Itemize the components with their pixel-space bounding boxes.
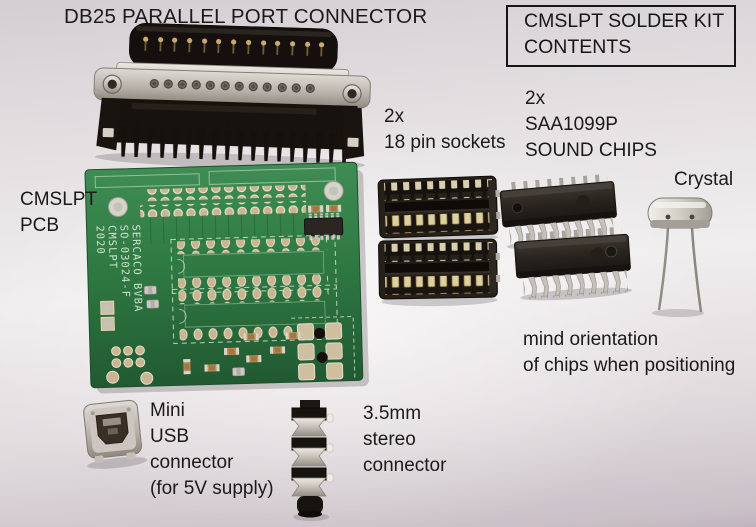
mini-usb-connector-photo — [83, 399, 147, 469]
pcb-silkscreen-partno: SO-03024-F — [117, 225, 131, 299]
label-line: SOUND CHIPS — [525, 140, 657, 161]
ic-socket-2-photo — [377, 238, 502, 308]
label-line: SAA1099P — [525, 114, 618, 135]
db25-connector-photo — [93, 23, 371, 170]
pcb-silkscreen-year: 2020 — [93, 225, 106, 255]
label-line: of chips when positioning — [523, 355, 736, 376]
crystal-photo — [647, 197, 713, 317]
label-stereo-jack: 3.5mm stereo connector — [363, 401, 446, 479]
label-line: USB — [150, 426, 190, 447]
label-line: PCB — [20, 215, 60, 236]
label-line: connector — [150, 452, 234, 473]
label-crystal: Crystal — [674, 169, 734, 190]
label-line: 3.5mm — [363, 403, 422, 424]
label-sound-chips: 2x SAA1099P SOUND CHIPS — [525, 86, 657, 164]
cmslpt-pcb-photo: 2020 CMSLPT SO-03024-F SERCACO BVBA — [84, 161, 369, 394]
label-18pin-sockets: 2x 18 pin sockets — [384, 104, 505, 156]
label-orientation-note: mind orientation of chips when positioni… — [523, 327, 735, 379]
kit-box-line: CMSLPT SOLDER KIT — [524, 10, 725, 32]
kit-box-line: CONTENTS — [524, 36, 632, 58]
label-line: 18 pin sockets — [384, 132, 506, 153]
stereo-jack-photo — [291, 400, 334, 521]
saa1099p-chip-2-photo — [513, 225, 633, 304]
label-mini-usb: Mini USB connector (for 5V supply) — [150, 398, 274, 502]
label-line: (for 5V supply) — [150, 478, 274, 499]
pcb-silkscreen-name: CMSLPT — [105, 225, 118, 269]
label-line: stereo — [363, 429, 416, 450]
label-line: Mini — [150, 400, 185, 421]
label-db25-title: DB25 PARALLEL PORT CONNECTOR — [64, 5, 428, 28]
label-line: CMSLPT — [20, 189, 98, 210]
label-line: connector — [363, 455, 447, 476]
label-line: mind orientation — [523, 329, 659, 350]
label-line: 2x — [384, 106, 405, 127]
label-line: 2x — [525, 88, 546, 109]
saa1099p-chip-1-photo — [498, 172, 620, 253]
pcb-silkscreen-maker: SERCACO BVBA — [129, 224, 143, 312]
kit-contents-box: CMSLPT SOLDER KIT CONTENTS — [506, 5, 737, 67]
label-pcb: CMSLPT PCB — [20, 187, 97, 239]
